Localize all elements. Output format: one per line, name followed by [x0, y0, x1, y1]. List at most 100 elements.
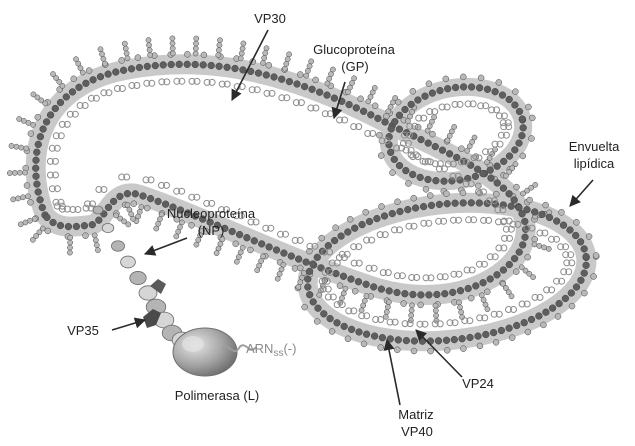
matrix-bead	[40, 126, 47, 133]
label-rna: ARNss(-)	[246, 341, 296, 359]
glycoprotein-spike	[337, 117, 348, 123]
nucleocapsid-bead	[302, 304, 308, 310]
matrix-bead	[519, 242, 526, 249]
glycoprotein-spike	[549, 236, 560, 242]
nucleocapsid-bead	[542, 245, 547, 250]
matrix-bead	[147, 195, 154, 202]
matrix-bead	[439, 147, 446, 154]
glycoprotein-spike	[423, 275, 434, 281]
matrix-bead	[324, 92, 331, 99]
glycoprotein-spike	[554, 278, 565, 284]
matrix-bead	[498, 327, 505, 334]
glycoprotein-spike	[144, 80, 155, 86]
polymerase-body	[173, 328, 237, 376]
glycoprotein-spike	[532, 294, 543, 300]
glycoprotein-spike	[189, 194, 200, 200]
matrix-bead	[451, 336, 458, 343]
nucleocapsid-bead	[309, 59, 314, 64]
nucleocapsid-bead	[537, 243, 542, 248]
nucleocapsid-bead	[485, 307, 490, 312]
nucleocapsid-bead	[125, 202, 130, 207]
nucleocapsid-bead	[525, 254, 531, 260]
nucleocapsid-bead	[189, 222, 195, 228]
matrix-bead	[52, 105, 59, 112]
matrix-bead	[516, 249, 523, 256]
glycoprotein-spike	[502, 235, 513, 241]
nucleocapsid-bead	[264, 46, 269, 51]
glycoprotein-spike	[293, 100, 304, 106]
matrix-bead	[482, 331, 489, 338]
glycoprotein-spike	[278, 231, 289, 237]
matrix-bead	[543, 309, 550, 316]
label-nucleoprotein-abbr: (NP)	[198, 223, 225, 238]
glycoprotein-spike	[465, 101, 476, 107]
nucleocapsid-bead	[266, 62, 272, 68]
nucleocapsid-bead	[341, 291, 346, 296]
matrix-bead	[506, 325, 513, 332]
nucleocapsid-bead	[319, 235, 325, 241]
matrix-bead	[367, 111, 374, 118]
matrix-bead	[281, 250, 288, 257]
matrix-bead	[89, 221, 96, 228]
nucleocapsid-bead	[372, 103, 378, 109]
matrix-bead	[301, 83, 308, 90]
nucleocapsid-bead	[409, 308, 414, 313]
nucleocapsid-bead	[459, 310, 464, 315]
nucleocapsid-bead	[307, 64, 312, 69]
matrix-bead	[229, 228, 236, 235]
nucleocapsid-bead	[347, 216, 353, 222]
matrix-bead	[333, 270, 340, 277]
matrix-bead	[271, 74, 278, 81]
glycoprotein-spike	[339, 251, 350, 257]
matrix-bead	[402, 167, 409, 174]
matrix-bead	[388, 126, 395, 133]
matrix-bead	[425, 176, 432, 183]
nucleocapsid-bead	[28, 131, 34, 137]
matrix-bead	[583, 253, 590, 260]
matrix-bead	[152, 62, 159, 69]
glycoprotein-spike	[464, 267, 475, 273]
matrix-bead	[452, 84, 459, 91]
matrix-bead	[128, 65, 135, 72]
glycoprotein-spike	[59, 121, 70, 127]
nucleocapsid-bead	[287, 52, 292, 57]
nucleocapsid-bead	[17, 170, 22, 175]
glycoprotein-spike	[364, 237, 375, 243]
glycoprotein-spike	[506, 307, 517, 313]
nucleocapsid-bead	[238, 56, 243, 61]
nucleocapsid-bead	[529, 115, 535, 121]
matrix-bead	[251, 237, 258, 244]
matrix-bead	[581, 270, 588, 277]
glycoprotein-spike	[489, 107, 500, 113]
matrix-bead	[110, 198, 117, 205]
nucleocapsid-bead	[124, 51, 129, 56]
nucleoprotein-bead	[111, 241, 124, 252]
matrix-bead	[452, 200, 459, 207]
matrix-bead	[476, 200, 483, 207]
nucleocapsid-bead	[16, 196, 21, 201]
nucleocapsid-bead	[509, 294, 514, 299]
matrix-bead	[386, 141, 393, 148]
nucleocapsid-bead	[298, 280, 303, 285]
nucleocapsid-bead	[468, 295, 474, 301]
nucleocapsid-bead	[24, 146, 29, 151]
glycoprotein-spike	[334, 302, 345, 308]
matrix-bead	[572, 232, 579, 239]
matrix-bead	[348, 326, 355, 333]
matrix-bead	[244, 234, 251, 241]
matrix-bead	[411, 338, 418, 345]
matrix-bead	[391, 118, 398, 125]
nucleocapsid-bead	[378, 345, 384, 351]
nucleocapsid-bead	[410, 88, 416, 94]
matrix-bead	[344, 229, 351, 236]
matrix-bead	[184, 61, 191, 68]
nucleocapsid-bead	[358, 96, 364, 102]
matrix-bead	[327, 315, 334, 322]
matrix-bead	[539, 211, 546, 218]
nucleocapsid-bead	[68, 240, 73, 245]
matrix-bead	[560, 222, 567, 229]
nucleocapsid-bead	[193, 51, 198, 56]
nucleocapsid-bead	[156, 221, 161, 226]
matrix-bead	[418, 136, 425, 143]
nucleocapsid-bead	[247, 247, 253, 253]
